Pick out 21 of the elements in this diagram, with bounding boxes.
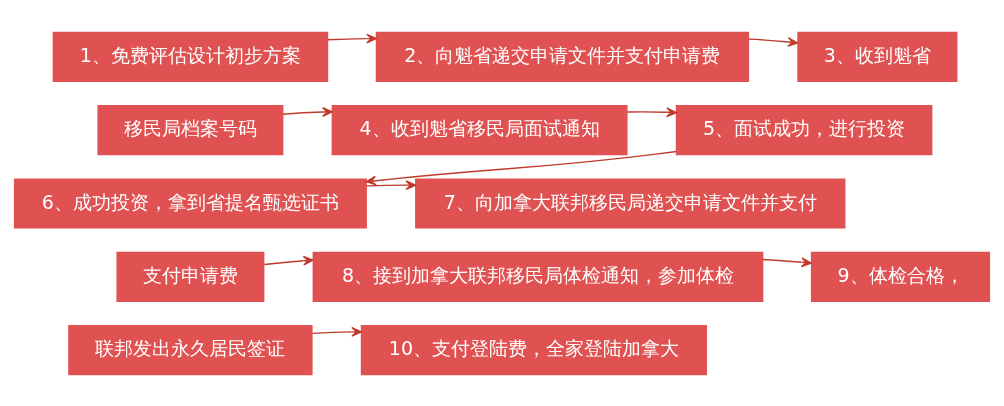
node-box: 支付申请费 [116,251,265,302]
node-box: 移民局档案号码 [97,104,284,155]
arrow [762,256,812,267]
arrow [282,106,333,117]
arrow [263,255,314,266]
node-box: 3、收到魁省 [797,31,958,82]
arrow [365,179,417,190]
arrow [365,150,678,186]
node-box: 2、向魁省递交申请文件并支付申请费 [375,31,750,82]
node-box: 9、体检合格， [810,251,991,302]
node-box: 6、成功投资，拿到省提名甄选证书 [13,177,367,229]
node-box: 5、面试成功，进行投资 [675,104,933,155]
node-box: 10、支付登陆费，全家登陆加拿大 [360,324,707,375]
node-box: 7、向加拿大联邦移民局递交申请文件并支付 [415,177,846,229]
node-box: 联邦发出永久居民签证 [68,324,313,375]
node-box: 8、接到加拿大联邦移民局体检通知，参加体检 [312,251,764,302]
arrow [748,36,799,47]
node-box: 4、收到魁省移民局面试通知 [331,104,628,155]
arrow [311,326,363,337]
arrow [327,33,377,44]
node-box: 1、免费评估设计初步方案 [52,31,329,82]
